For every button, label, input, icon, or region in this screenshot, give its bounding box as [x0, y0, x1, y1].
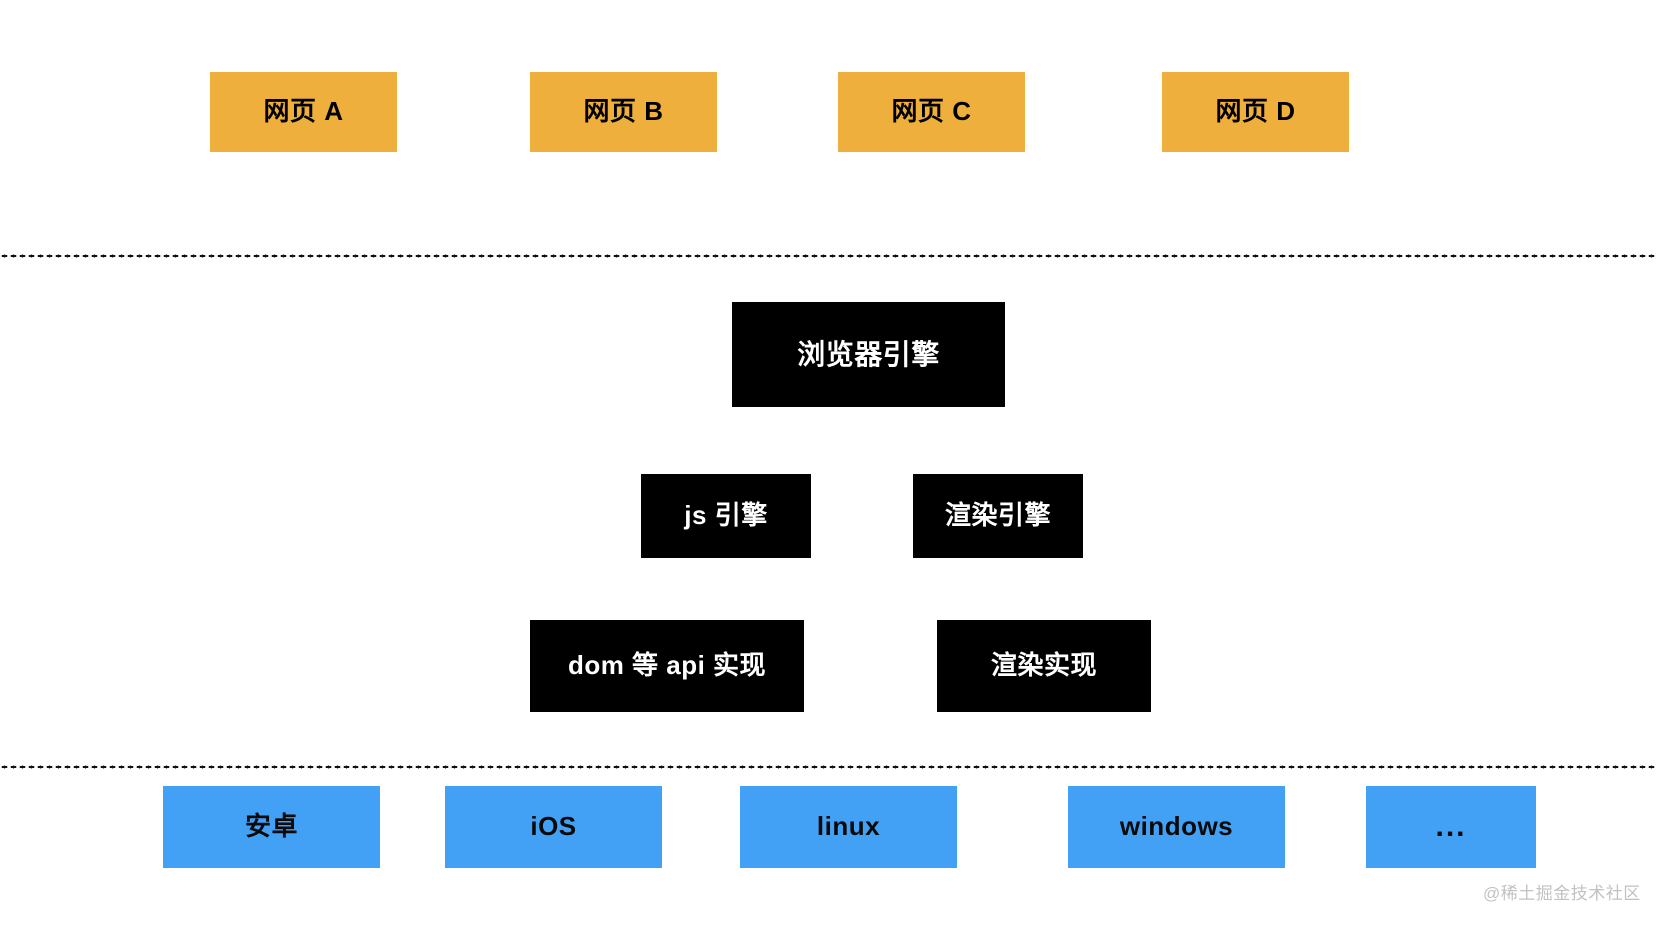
os-label-more: ... — [1435, 810, 1467, 843]
web-page-label-d: 网页 D — [1215, 96, 1296, 127]
browser-engine-label: 浏览器引擎 — [797, 338, 940, 370]
dom-api-implementation-label: dom 等 api 实现 — [567, 650, 767, 681]
render-implementation-label: 渲染实现 — [990, 650, 1097, 681]
os-box-more: ... — [1366, 786, 1536, 868]
os-box-ios: iOS — [445, 786, 662, 868]
js-engine-label: js 引擎 — [684, 500, 768, 531]
os-box-linux: linux — [740, 786, 957, 868]
os-label-windows: windows — [1119, 811, 1234, 842]
web-page-box-d: 网页 D — [1162, 72, 1349, 152]
web-page-box-a: 网页 A — [210, 72, 397, 152]
os-label-ios: iOS — [530, 811, 577, 842]
watermark-text: @稀土掘金技术社区 — [1483, 884, 1641, 903]
divider-engine-os — [0, 765, 1656, 769]
os-label-android: 安卓 — [244, 811, 298, 842]
render-engine-label: 渲染引擎 — [944, 500, 1051, 531]
os-label-linux: linux — [816, 811, 881, 842]
os-box-android: 安卓 — [163, 786, 380, 868]
web-page-label-c: 网页 C — [891, 96, 972, 127]
web-page-label-b: 网页 B — [583, 96, 664, 127]
render-implementation-box: 渲染实现 — [937, 620, 1151, 712]
browser-engine-box: 浏览器引擎 — [732, 302, 1005, 407]
divider-pages-engine — [0, 254, 1656, 258]
web-page-box-b: 网页 B — [530, 72, 717, 152]
os-box-windows: windows — [1068, 786, 1285, 868]
render-engine-box: 渲染引擎 — [913, 474, 1083, 558]
web-page-label-a: 网页 A — [263, 96, 344, 127]
js-engine-box: js 引擎 — [641, 474, 811, 558]
web-page-box-c: 网页 C — [838, 72, 1025, 152]
dom-api-implementation-box: dom 等 api 实现 — [530, 620, 804, 712]
